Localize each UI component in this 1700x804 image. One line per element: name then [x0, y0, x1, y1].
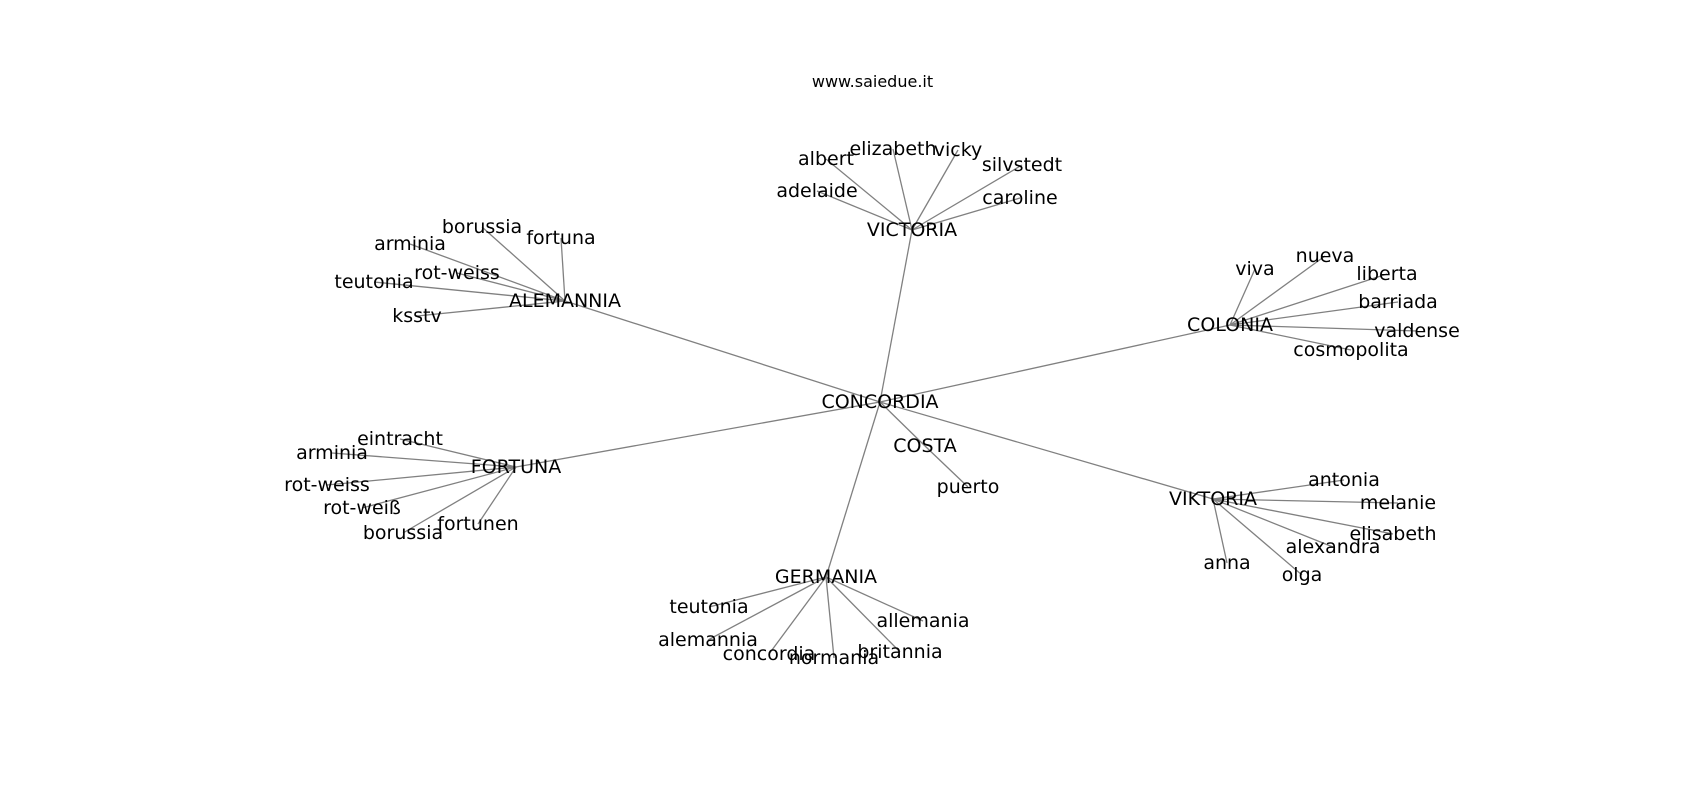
edge-line: [879, 324, 1231, 403]
edge-line: [564, 300, 881, 403]
leaf-node-label: alemannia: [658, 629, 758, 651]
edge-line: [515, 401, 881, 468]
edge-line: [373, 281, 566, 302]
edge-line: [1212, 479, 1345, 500]
edge-line: [326, 466, 517, 486]
edge-line: [1229, 255, 1326, 326]
leaf-node-label: normania: [789, 647, 879, 669]
edge-line: [1212, 498, 1334, 548]
leaf-node-label: fortuna: [526, 227, 595, 249]
leaf-node-label: borussia: [363, 522, 443, 544]
leaf-node-label: nueva: [1296, 245, 1355, 267]
edge-line: [1229, 324, 1418, 332]
edge-line: [879, 229, 913, 403]
hub-node-label: ALEMANNIA: [509, 290, 621, 312]
leaf-node-label: albert: [798, 148, 854, 170]
edge-line: [1212, 498, 1303, 576]
leaf-node-label: allemania: [876, 610, 969, 632]
leaf-node-label: concordia: [723, 643, 816, 665]
leaf-node-label: arminia: [296, 442, 368, 464]
leaf-node-label: caroline: [982, 187, 1057, 209]
hub-node-label: COSTA: [893, 435, 956, 457]
edge-line: [1212, 498, 1399, 504]
diagram-title: www.saiedue.it: [811, 72, 934, 91]
edge-line: [456, 272, 566, 302]
leaf-node-label: silvstedt: [982, 154, 1062, 176]
edge-line: [1212, 498, 1394, 535]
root-node-label: CONCORDIA: [821, 391, 938, 413]
leaf-node-label: fortunen: [437, 513, 518, 535]
edge-line: [911, 149, 959, 231]
leaf-node-label: teutonia: [669, 596, 748, 618]
leaf-node-label: rot-weiss: [414, 262, 500, 284]
edge-line: [911, 164, 1023, 231]
leaf-node-label: rot-weiß: [323, 497, 401, 519]
edge-line: [409, 243, 566, 302]
leaf-node-label: puerto: [937, 476, 1000, 498]
edge-line: [331, 452, 517, 468]
leaf-node-label: liberta: [1356, 263, 1417, 285]
edge-line: [1229, 301, 1399, 326]
edge-line: [879, 401, 1214, 500]
leaf-node-label: elisabeth: [1349, 523, 1436, 545]
leaf-node-label: ksstv: [392, 305, 442, 327]
leaf-node-label: britannia: [857, 641, 942, 663]
leaf-node-label: cosmopolita: [1293, 339, 1408, 361]
leaf-node-label: barriada: [1358, 291, 1438, 313]
leaf-node-label: anna: [1203, 552, 1250, 574]
leaf-node-label: antonia: [1308, 469, 1380, 491]
edge-line: [481, 226, 566, 302]
edge-line: [402, 466, 517, 534]
hub-node-label: VICTORIA: [867, 219, 957, 241]
leaf-node-label: rot-weiss: [284, 474, 370, 496]
edge-line: [825, 576, 901, 653]
edge-line: [879, 401, 926, 447]
leaf-node-label: alexandra: [1286, 536, 1381, 558]
leaf-node-label: valdense: [1374, 320, 1460, 342]
leaf-node-label: teutonia: [334, 271, 413, 293]
edge-line: [708, 576, 827, 608]
edge-line: [1212, 498, 1228, 564]
leaf-node-label: arminia: [374, 233, 446, 255]
edge-line: [825, 576, 835, 659]
edge-line: [707, 576, 827, 641]
edge-line: [477, 466, 517, 525]
edge-line: [911, 197, 1021, 231]
hub-node-label: VIKTORIA: [1169, 488, 1257, 510]
edge-line: [768, 576, 827, 655]
edge-line: [825, 401, 881, 578]
edge-line: [825, 576, 924, 622]
edge-line: [825, 158, 913, 231]
hub-node-label: FORTUNA: [471, 456, 561, 478]
edge-line: [1229, 268, 1256, 326]
leaf-node-label: melanie: [1360, 492, 1436, 514]
leaf-node-label: adelaide: [776, 180, 857, 202]
edge-line: [1229, 324, 1352, 351]
leaf-node-label: vicky: [934, 139, 983, 161]
edge-line: [399, 438, 517, 468]
edge-line: [1229, 273, 1388, 326]
edge-line: [560, 237, 566, 302]
hub-node-label: COLONIA: [1187, 314, 1273, 336]
leaf-node-label: borussia: [442, 216, 522, 238]
edge-line: [816, 190, 913, 231]
edge-line: [924, 445, 969, 488]
edge-line: [892, 148, 913, 231]
hub-node-label: GERMANIA: [775, 566, 877, 588]
leaf-node-label: eintracht: [357, 428, 443, 450]
leaf-node-label: olga: [1282, 564, 1323, 586]
edge-line: [361, 466, 517, 509]
edge-line: [416, 300, 566, 317]
leaf-node-label: viva: [1235, 258, 1274, 280]
leaf-node-label: elizabeth: [849, 138, 936, 160]
